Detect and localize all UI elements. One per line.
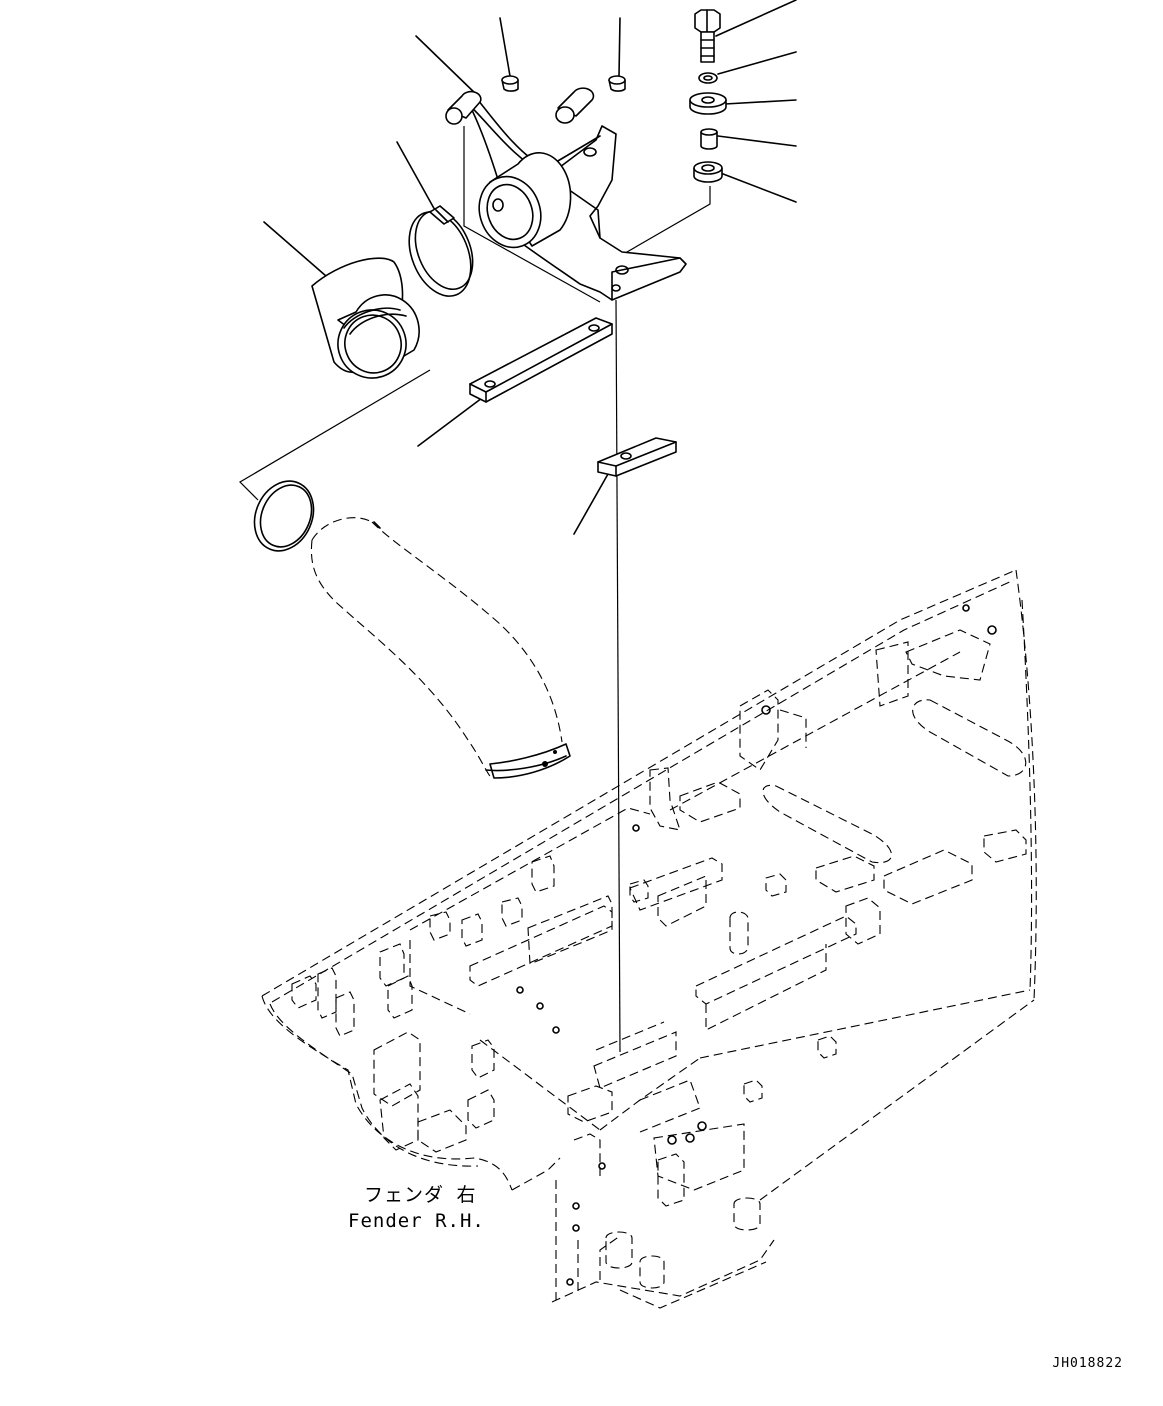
- fender-label-en: Fender R.H.: [348, 1210, 485, 1232]
- frame-outline: [262, 570, 1036, 1308]
- spring-washer: [699, 73, 717, 83]
- intake-pipe: [311, 518, 570, 778]
- hose-clamp: [398, 202, 484, 305]
- frame-holes: [517, 605, 996, 1285]
- collar: [694, 162, 722, 182]
- rubber-cap-left: [502, 76, 518, 91]
- shim-plate: [598, 438, 676, 476]
- fender-label-jp: フェンダ 右: [364, 1184, 477, 1206]
- bracket: [470, 100, 686, 300]
- bolt: [695, 10, 720, 62]
- bracket-pin-right: [556, 88, 593, 123]
- washer: [690, 93, 726, 114]
- drawing-code: JH018822: [1052, 1356, 1123, 1371]
- leader-lines: [264, 0, 796, 534]
- spacer: [701, 129, 717, 149]
- rubber-cap-right: [609, 76, 625, 91]
- o-ring: [244, 472, 324, 561]
- bracket-pin-left: [446, 92, 481, 124]
- bracket-sleeve: [469, 153, 570, 256]
- intake-boot: [312, 258, 419, 387]
- spacer-bar: [470, 318, 612, 402]
